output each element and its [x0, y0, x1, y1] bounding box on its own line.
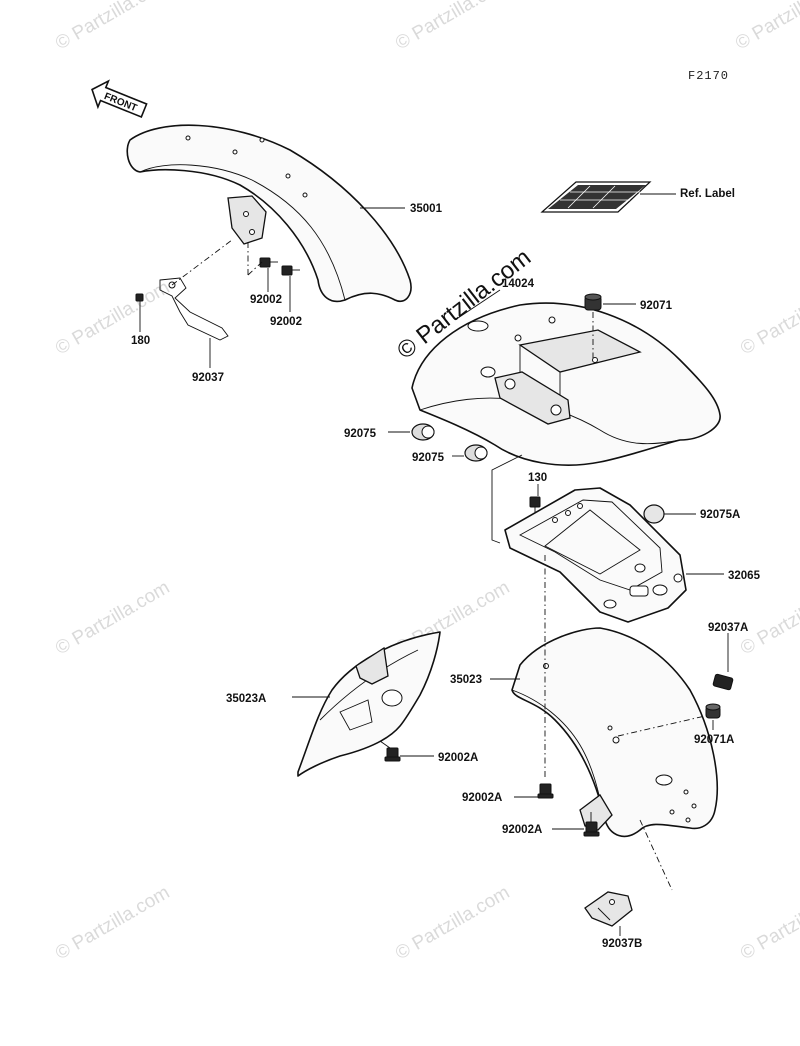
diagram-code: F2170 [688, 69, 729, 83]
grommet-92071A-icon [705, 703, 721, 719]
ref-label-icon [540, 181, 652, 213]
fender-bracket [504, 487, 687, 623]
front-arrow-icon: FRONT [91, 79, 148, 119]
label-92037A: 92037A [708, 622, 748, 634]
label-130: 130 [528, 472, 547, 484]
label-ref-label: Ref. Label [680, 188, 735, 200]
label-14024: 14024 [502, 278, 535, 290]
label-92075-b: 92075 [412, 452, 445, 464]
label-92075-a: 92075 [344, 428, 377, 440]
bolt-92002-icon [259, 257, 278, 268]
watermark: © Partzilla.com [52, 882, 173, 964]
watermark: © Partzilla.com [52, 277, 173, 359]
side-cover [297, 631, 441, 777]
bolt-92002-icon [281, 265, 300, 276]
watermark: © Partzilla.com [737, 882, 800, 964]
label-92075A: 92075A [700, 509, 740, 521]
label-92071: 92071 [640, 300, 673, 312]
inner-fender [511, 627, 718, 838]
watermark: © Partzilla.com [732, 0, 800, 54]
label-92002A-a: 92002A [462, 792, 502, 804]
bolt-92002A-icon [384, 747, 401, 762]
label-92002-a: 92002 [250, 294, 282, 306]
label-92002A-b: 92002A [502, 824, 542, 836]
label-92002-b: 92002 [270, 316, 302, 328]
label-180: 180 [131, 335, 150, 347]
watermark: © Partzilla.com [52, 577, 173, 659]
rear-fender [411, 302, 721, 466]
watermark: © Partzilla.com [737, 577, 800, 659]
label-92071A: 92071A [694, 734, 734, 746]
watermark: © Partzilla.com [737, 277, 800, 359]
screw-180-icon [135, 293, 144, 302]
label-92037B: 92037B [602, 938, 642, 950]
bolt-92002A-icon [537, 783, 554, 799]
grommet-92075A-icon [643, 504, 665, 524]
front-fender [126, 124, 412, 303]
watermark: © Partzilla.com [392, 882, 513, 964]
clamp-92037-icon [159, 277, 229, 341]
grommet-92075-icon [464, 444, 488, 462]
label-92037: 92037 [192, 372, 224, 384]
clamp-92037B-icon [584, 891, 633, 927]
watermark: © Partzilla.com [392, 0, 513, 54]
label-35001: 35001 [410, 203, 443, 215]
watermark: © Partzilla.com [52, 0, 173, 54]
grommet-92075-icon [411, 423, 435, 441]
label-35023: 35023 [450, 674, 482, 686]
grommet-92071-icon [584, 293, 602, 311]
label-35023A: 35023A [226, 693, 266, 705]
label-32065: 32065 [728, 570, 761, 582]
label-92002A-c: 92002A [438, 752, 478, 764]
grommet-92037A-icon [712, 673, 734, 691]
bolt-92002A-icon [583, 812, 600, 837]
